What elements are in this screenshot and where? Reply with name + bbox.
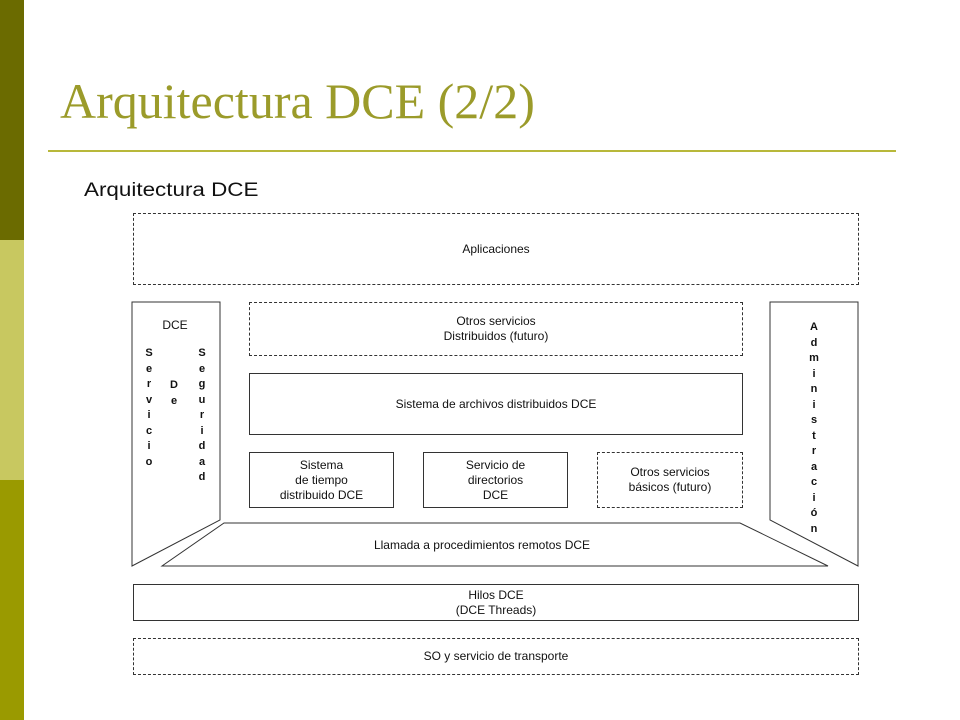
- title-rule: [48, 150, 896, 152]
- vertical-letter: r: [811, 445, 817, 457]
- security-panel: [131, 301, 221, 567]
- vertical-letter: i: [812, 398, 816, 411]
- directory-service: Servicio de directorios DCE: [423, 452, 568, 508]
- vertical-letter: i: [147, 440, 151, 452]
- transport-layer: SO y servicio de transporte: [133, 638, 859, 675]
- applications-layer: Aplicaciones: [133, 213, 859, 285]
- sidebar-segment-bottom: [0, 480, 24, 720]
- vertical-letter: u: [198, 393, 206, 406]
- vertical-letter: d: [810, 336, 818, 349]
- vertical-letter: e: [198, 362, 206, 375]
- diagram-heading: Arquitectura DCE: [84, 180, 259, 201]
- vertical-letter: d: [198, 440, 206, 452]
- vertical-letter: m: [809, 352, 819, 364]
- vertical-letter: e: [145, 362, 153, 375]
- vertical-letter: S: [198, 347, 206, 359]
- vertical-letter: g: [198, 378, 206, 390]
- other-distributed-services: Otros servicios Distribuidos (futuro): [249, 302, 743, 356]
- vertical-letter: a: [810, 460, 818, 473]
- vertical-letter: t: [812, 429, 816, 442]
- vertical-letter: e: [170, 394, 178, 407]
- sidebar-segment-top: [0, 0, 24, 240]
- vertical-letter: i: [200, 424, 204, 437]
- vertical-letter: v: [145, 393, 153, 406]
- vertical-letter: A: [810, 321, 818, 333]
- vertical-letter: o: [145, 455, 153, 468]
- vertical-letter: i: [147, 409, 151, 421]
- admin-panel: [769, 301, 859, 567]
- security-dce-label: DCE: [162, 317, 188, 332]
- vertical-letter: i: [812, 367, 816, 380]
- vertical-letter: ó: [810, 507, 818, 519]
- sidebar-segment-middle: [0, 240, 24, 480]
- rpc-trapezoid: [160, 522, 829, 567]
- vertical-letter: D: [170, 379, 178, 391]
- vertical-letter: n: [810, 383, 818, 395]
- other-basic-services: Otros servicios básicos (futuro): [597, 452, 743, 508]
- vertical-letter: r: [146, 378, 152, 390]
- vertical-letter: c: [145, 424, 153, 437]
- vertical-letter: i: [812, 491, 816, 504]
- vertical-letter: a: [198, 455, 206, 468]
- vertical-letter: c: [810, 476, 818, 488]
- vertical-letter: s: [810, 414, 818, 426]
- rpc-layer: Llamada a procedimientos remotos DCE: [373, 537, 591, 552]
- threads-layer: Hilos DCE (DCE Threads): [133, 584, 859, 621]
- vertical-letter: n: [810, 522, 818, 535]
- distributed-file-system: Sistema de archivos distribuidos DCE: [249, 373, 743, 435]
- time-service: Sistema de tiempo distribuido DCE: [249, 452, 394, 508]
- slide-title: Arquitectura DCE (2/2): [60, 73, 535, 129]
- vertical-letter: r: [199, 409, 205, 421]
- vertical-letter: S: [145, 347, 153, 359]
- vertical-letter: d: [198, 471, 206, 483]
